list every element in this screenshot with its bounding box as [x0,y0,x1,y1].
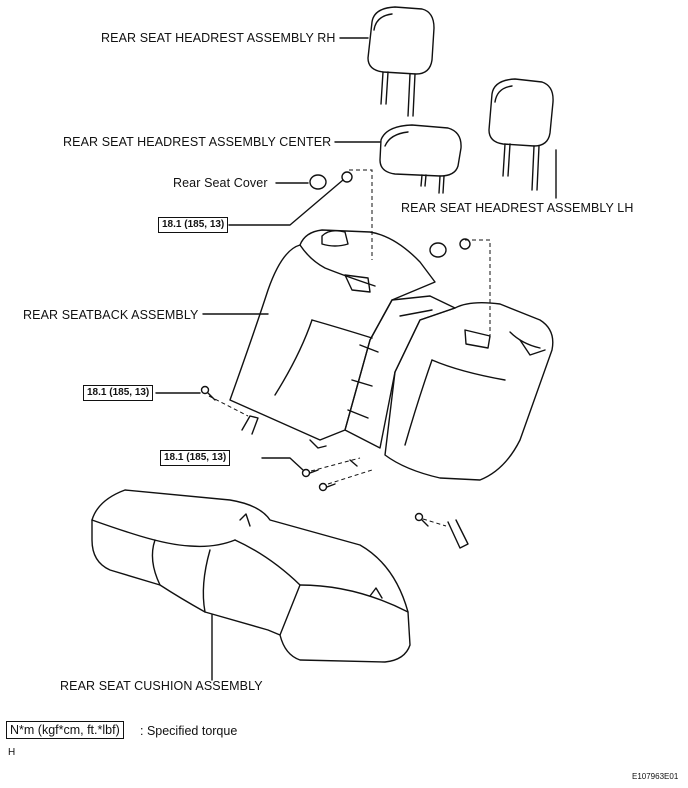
headrest-rh [367,6,435,117]
headrest-lh [488,78,554,191]
label-seatback: REAR SEATBACK ASSEMBLY [23,308,199,322]
label-seat-cover: Rear Seat Cover [173,176,268,190]
legend-unit-box: N*m (kgf*cm, ft.*lbf) [6,721,124,739]
corner-letter: H [8,747,16,758]
label-headrest-rh: REAR SEAT HEADREST ASSEMBLY RH [101,31,336,45]
seat-cover-caps [309,171,471,258]
torque-box-middle: 18.1 (185, 13) [83,385,154,401]
dashed-guides [208,169,491,527]
seat-cushion [91,489,411,663]
bolts [200,385,429,527]
seatback-right [384,301,554,481]
leader-lines [155,37,557,681]
headrest-center [379,124,462,194]
label-cushion: REAR SEAT CUSHION ASSEMBLY [60,679,263,693]
legend-meaning: : Specified torque [140,724,238,738]
torque-box-lower: 18.1 (185, 13) [160,450,231,466]
seatback-hooks [241,415,469,549]
seatback-middle [344,295,456,449]
label-headrest-lh: REAR SEAT HEADREST ASSEMBLY LH [401,201,634,215]
torque-box-top: 18.1 (185, 13) [158,217,229,233]
label-headrest-center: REAR SEAT HEADREST ASSEMBLY CENTER [63,135,332,149]
figure-code: E107963E01 [632,772,679,781]
seatback-left [229,229,436,441]
